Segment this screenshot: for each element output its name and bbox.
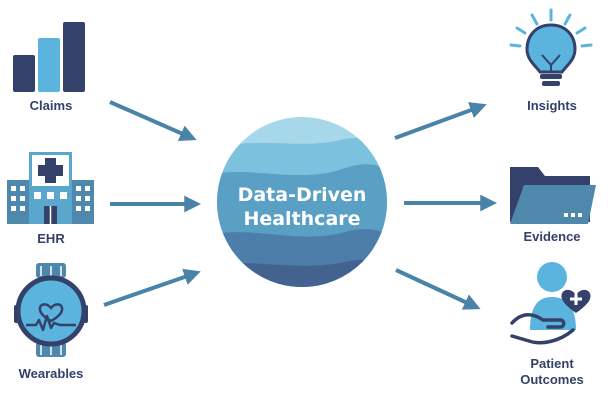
label-wearables-text: Wearables (18, 366, 84, 381)
lightbulb-icon (509, 8, 593, 86)
arrow-claims-to-center (109, 100, 197, 141)
hospital-icon (7, 152, 94, 224)
label-patient-outcomes: Patient Outcomes (506, 356, 598, 388)
arrow-center-to-outcomes (395, 268, 481, 310)
arrow-center-to-insights (394, 102, 487, 140)
patient-hand-icon (510, 262, 591, 345)
label-outcomes-text: Outcomes (520, 372, 584, 387)
bar-chart-icon (13, 22, 85, 92)
center-title: Data-Driven Healthcare (218, 183, 386, 231)
label-ehr-text: EHR (37, 231, 65, 246)
arrow-wearables-to-center (103, 268, 201, 307)
label-claims-text: Claims (29, 98, 73, 113)
center-circle (217, 117, 387, 287)
center-title-line2: Healthcare (243, 208, 361, 230)
folder-icon (510, 167, 596, 224)
label-ehr: EHR (8, 231, 94, 247)
label-patient-text: Patient (530, 356, 574, 371)
label-insights: Insights (506, 98, 598, 114)
label-claims: Claims (8, 98, 94, 114)
label-insights-text: Insights (527, 98, 577, 113)
label-evidence: Evidence (506, 229, 598, 245)
smartwatch-heart-icon (14, 263, 88, 357)
label-evidence-text: Evidence (523, 229, 581, 244)
label-wearables: Wearables (2, 366, 100, 382)
center-title-line1: Data-Driven (237, 184, 367, 206)
